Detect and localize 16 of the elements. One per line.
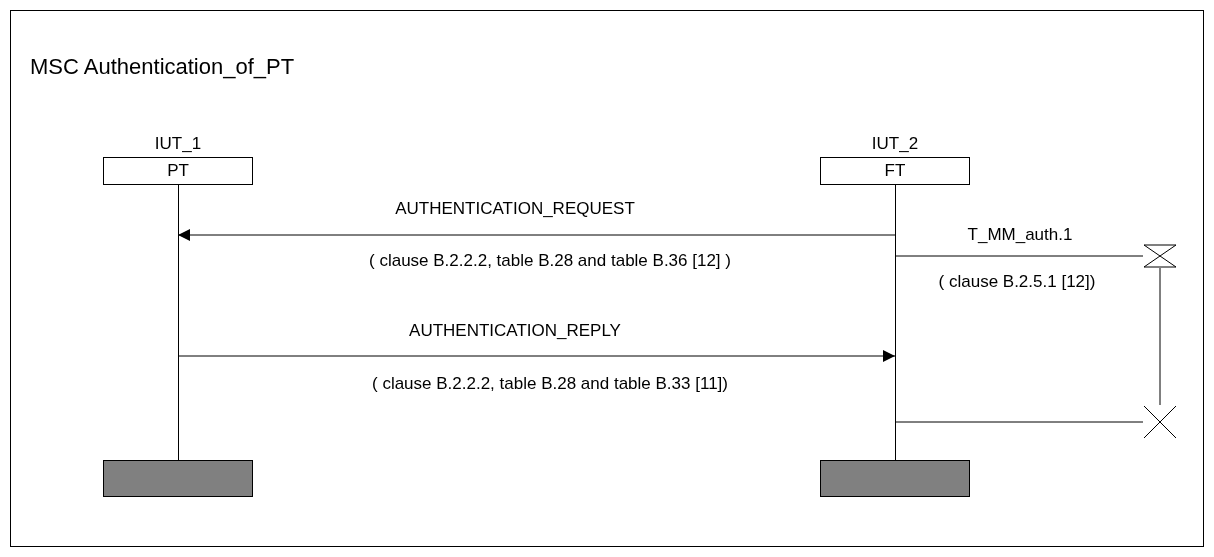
instance-name: IUT_2 (870, 133, 920, 155)
clause-reference: ( clause B.2.2.2, table B.28 and table B.33 [11]) (372, 373, 728, 395)
instance-head-box: PT (103, 157, 253, 185)
message-arrow (177, 350, 896, 362)
connector-line (894, 255, 1144, 257)
message-label: AUTHENTICATION_REPLY (409, 320, 621, 342)
instance-head-box: FT (820, 157, 970, 185)
diagram-title: MSC Authentication_of_PT (30, 56, 295, 78)
instance-name: IUT_1 (153, 133, 203, 155)
connector-line (894, 421, 1144, 423)
clause-reference: ( clause B.2.5.1 [12]) (938, 271, 1096, 293)
message-label: AUTHENTICATION_REQUEST (395, 198, 635, 220)
clause-reference: ( clause B.2.2.2, table B.28 and table B.36 [12] ) (369, 250, 731, 272)
message-arrow (177, 229, 896, 241)
message-label: T_MM_auth.1 (967, 224, 1073, 246)
connector-line (1159, 267, 1161, 406)
